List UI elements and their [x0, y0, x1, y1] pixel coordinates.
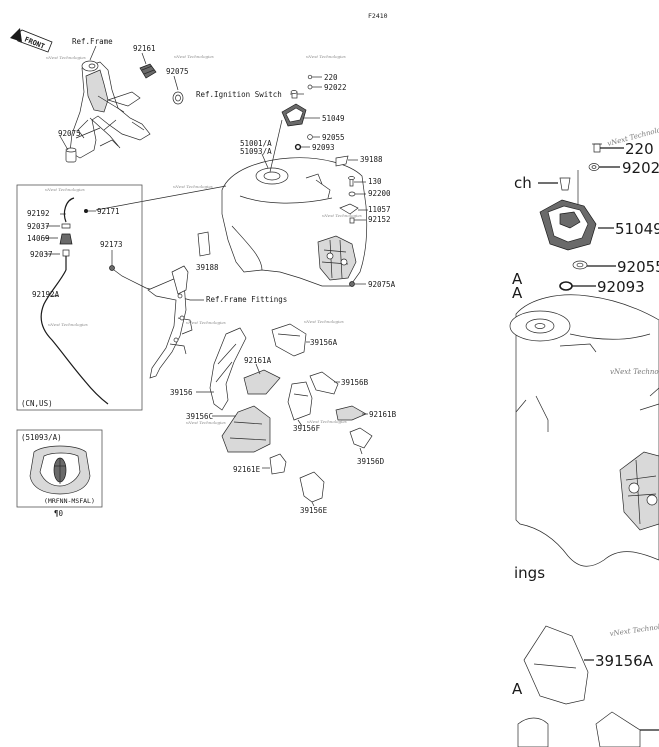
zoom-label-a3: A	[512, 680, 523, 698]
part-92075-label-right: 92075	[166, 67, 189, 76]
watermark: vNext Technologies	[46, 55, 86, 60]
part-11057-label: 11057	[368, 205, 391, 214]
zoom-label-a2: A	[512, 284, 523, 302]
watermark: vNext Technologies	[307, 419, 347, 424]
part-39188-label-lower: 39188	[196, 263, 219, 272]
part-39156b-label: 39156B	[341, 378, 369, 387]
frame-assembly	[59, 45, 184, 163]
part-39156e-label: 39156E	[300, 506, 328, 515]
part-92192a-label: 92192A	[32, 290, 60, 299]
watermark: vNext Technologies	[173, 184, 213, 189]
part-92173-label: 92173	[100, 240, 123, 249]
zoom-label-ch: ch	[514, 174, 532, 192]
hose-assembly	[40, 197, 109, 405]
zoom-label-92022: 92022	[622, 159, 659, 177]
zoom-detail	[509, 143, 659, 747]
zoom-label-92093: 92093	[597, 278, 645, 296]
part-92075-label-left: 92075	[58, 129, 81, 138]
inset-mark: ¶0	[54, 509, 64, 518]
watermark: vNext Technologies	[186, 320, 226, 325]
part-92200-label: 92200	[368, 189, 391, 198]
part-92037-label-upper: 92037	[27, 222, 50, 231]
watermark: vNext Technologies	[306, 54, 346, 59]
zoom-label-a1: A	[512, 270, 523, 288]
part-51093-label: 51093/A	[240, 147, 272, 156]
inset-variant-label: (MRFNN-MSFAL)	[44, 497, 95, 505]
fuel-tank	[95, 119, 368, 287]
part-92093-label: 92093	[312, 143, 335, 152]
figure-code: F2410	[368, 12, 388, 20]
part-39156f-label: 39156F	[293, 424, 321, 433]
watermark: vNext Technologies	[48, 322, 88, 327]
part-220-label: 220	[324, 73, 338, 82]
tank-top-cover-variant	[29, 445, 91, 495]
zoom-label-ings: ings	[514, 564, 545, 582]
watermark: vNext Technologies	[45, 187, 85, 192]
tank-small-parts	[335, 155, 368, 287]
part-92075a-label: 92075A	[368, 280, 396, 289]
zoom-label-92055: 92055	[617, 258, 659, 276]
part-92037-label-lower: 92037	[30, 250, 53, 259]
watermark: vNext Technologies	[322, 213, 362, 218]
watermark: vNext Technologies	[610, 368, 659, 376]
zoom-label-51049: 51049	[615, 220, 659, 238]
inset-part-label: (51093/A)	[21, 433, 62, 442]
part-39156c-label: 39156C	[186, 412, 213, 421]
part-92171-label: 92171	[97, 207, 120, 216]
watermark: vNext Technologies	[186, 420, 226, 425]
watermark: vNext Technologies	[304, 319, 344, 324]
region-label-cn-us: (CN,US)	[21, 399, 53, 408]
ref-frame-fittings-label: Ref.Frame Fittings	[206, 295, 287, 304]
part-92152-label: 92152	[368, 215, 391, 224]
part-14069-label: 14069	[27, 234, 50, 243]
part-92055-label: 92055	[322, 133, 345, 142]
part-51001-label: 51001/A	[240, 139, 272, 148]
ref-frame-label: Ref.Frame	[72, 37, 113, 46]
side-covers	[196, 323, 373, 507]
zoom-label-220: 220	[625, 140, 654, 158]
ref-ignition-switch-label: Ref.Ignition Switch	[196, 90, 282, 99]
front-arrow-icon: FRONT	[10, 28, 53, 53]
part-39188-label-upper: 39188	[360, 155, 383, 164]
ignition-cap-group	[281, 74, 322, 151]
part-92161b-label: 92161B	[369, 410, 397, 419]
zoom-label-39156a: 39156A	[595, 652, 654, 670]
part-92192-label: 92192	[27, 209, 50, 218]
frame-fittings	[109, 250, 204, 379]
part-92161a-label: 92161A	[244, 356, 272, 365]
watermark: vNext Technologies	[609, 620, 659, 638]
part-92161-label: 92161	[133, 44, 156, 53]
part-39156a-label: 39156A	[310, 338, 338, 347]
part-51049-label: 51049	[322, 114, 345, 123]
part-130-label: 130	[368, 177, 382, 186]
part-92022-label: 92022	[324, 83, 347, 92]
part-39156d-label: 39156D	[357, 457, 385, 466]
variant-inset-frame	[16, 429, 103, 508]
part-39156-label: 39156	[170, 388, 193, 397]
part-92161e-label: 92161E	[233, 465, 261, 474]
hose-detail-frame	[16, 184, 143, 411]
watermark: vNext Technologies	[174, 54, 214, 59]
